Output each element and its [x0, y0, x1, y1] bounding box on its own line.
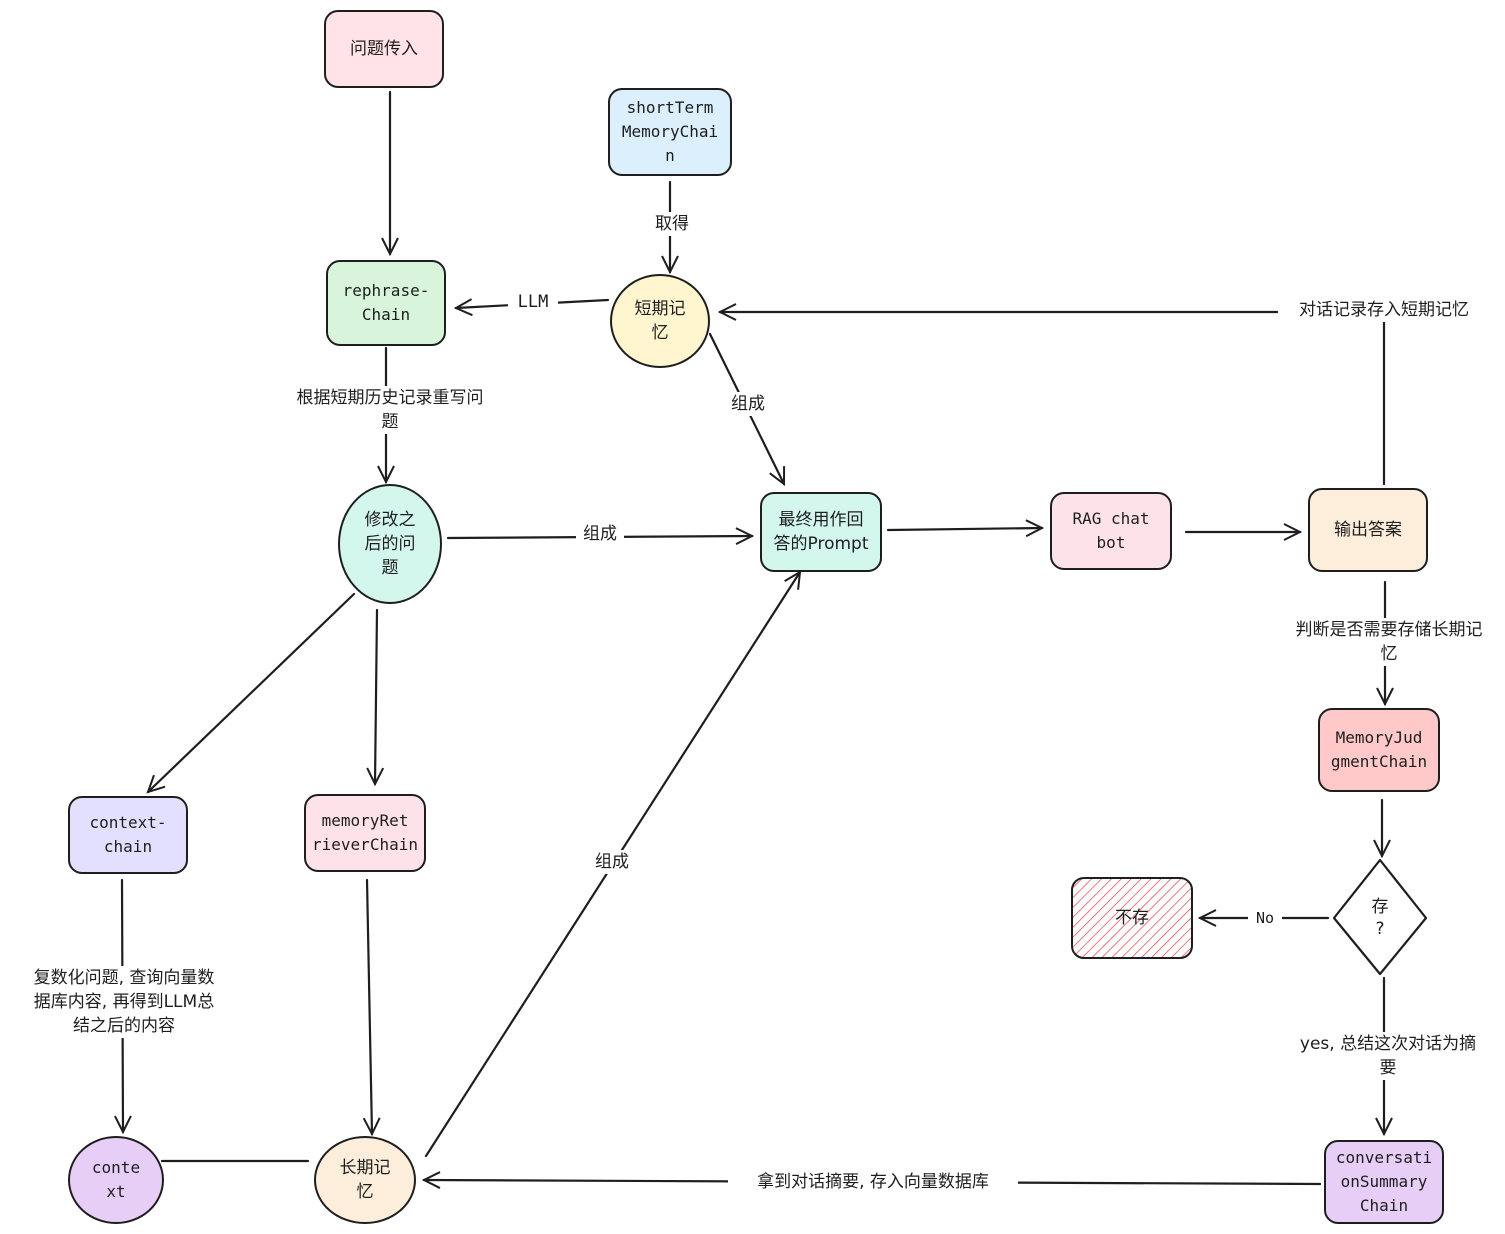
edge-label-no: No [1248, 906, 1282, 930]
edge-label-compose-memory: 组成 [724, 392, 772, 416]
edge-retriever-to-long-memory [367, 878, 372, 1134]
node-context-chain-label: context- chain [89, 813, 167, 856]
node-output-answer-label: 输出答案 [1334, 520, 1402, 540]
edge-label-yes-summary: yes, 总结这次对话为摘 要 [1272, 1032, 1504, 1080]
not-store-hatch [1071, 877, 1193, 959]
edge-label-compose-question: 组成 [576, 522, 624, 546]
decision-diamond [1332, 858, 1428, 976]
node-long-memory: 长期记 忆 [314, 1136, 416, 1224]
node-modified-question-label: 修改之 后的问 题 [364, 510, 416, 578]
node-decision: 存 ? [1346, 890, 1414, 946]
node-modified-question: 修改之 后的问 题 [338, 484, 442, 604]
node-memory-retriever-chain: memoryRet rieverChain [304, 794, 426, 872]
edge-label-store-short: 对话记录存入短期记忆 [1278, 298, 1490, 322]
edge-label-judge-long: 判断是否需要存储长期记 忆 [1272, 618, 1505, 666]
node-final-prompt-label: 最终用作回 答的Prompt [773, 510, 869, 554]
node-final-prompt: 最终用作回 答的Prompt [760, 492, 882, 572]
edge-modified-to-context-chain [148, 592, 356, 792]
edge-label-llm: LLM [508, 290, 558, 314]
node-not-store-label: 不存 [1115, 908, 1149, 928]
node-question-in: 问题传入 [324, 10, 444, 88]
node-conversation-summary-chain: conversati onSummary Chain [1324, 1140, 1444, 1224]
node-conversation-summary-chain-label: conversati onSummary Chain [1335, 1148, 1433, 1215]
edge-label-compose-long-memory: 组成 [588, 850, 636, 874]
edge-label-store-vector: 拿到对话摘要, 存入向量数据库 [728, 1170, 1018, 1194]
node-context-label: conte xt [91, 1158, 141, 1201]
node-output-answer: 输出答案 [1308, 488, 1428, 572]
node-short-memory-label: 短期记 忆 [634, 299, 686, 343]
node-rephrase-chain: rephrase- Chain [326, 260, 446, 346]
node-context: conte xt [68, 1136, 164, 1224]
node-rag-chatbot: RAG chat bot [1050, 492, 1172, 570]
node-rephrase-chain-label: rephrase- Chain [342, 281, 430, 324]
node-context-chain: context- chain [68, 796, 188, 874]
node-short-memory: 短期记 忆 [610, 274, 710, 368]
node-memory-judgment-chain: MemoryJud gmentChain [1318, 708, 1440, 792]
edge-prompt-to-rag [886, 528, 1042, 530]
node-memory-retriever-chain-label: memoryRet rieverChain [312, 811, 418, 854]
node-question-in-label: 问题传入 [350, 39, 418, 59]
edge-label-rephrase-desc: 根据短期历史记录重写问 题 [272, 386, 508, 434]
node-long-memory-label: 长期记 忆 [339, 1158, 391, 1202]
edge-output-to-memory [720, 312, 1386, 486]
node-rag-chatbot-label: RAG chat bot [1072, 509, 1150, 552]
node-not-store: 不存 [1072, 878, 1192, 958]
edge-label-obtain: 取得 [650, 212, 694, 236]
node-decision-label: 存 ? [1371, 897, 1389, 939]
node-short-term-memory-chain-label: shortTerm MemoryChai n [621, 98, 719, 165]
edge-label-multi-query: 复数化问题, 查询向量数 据库内容, 再得到LLM总 结之后的内容 [8, 966, 240, 1038]
node-memory-judgment-chain-label: MemoryJud gmentChain [1330, 728, 1428, 771]
edge-modified-to-retriever [375, 608, 377, 784]
node-short-term-memory-chain: shortTerm MemoryChai n [608, 88, 732, 176]
